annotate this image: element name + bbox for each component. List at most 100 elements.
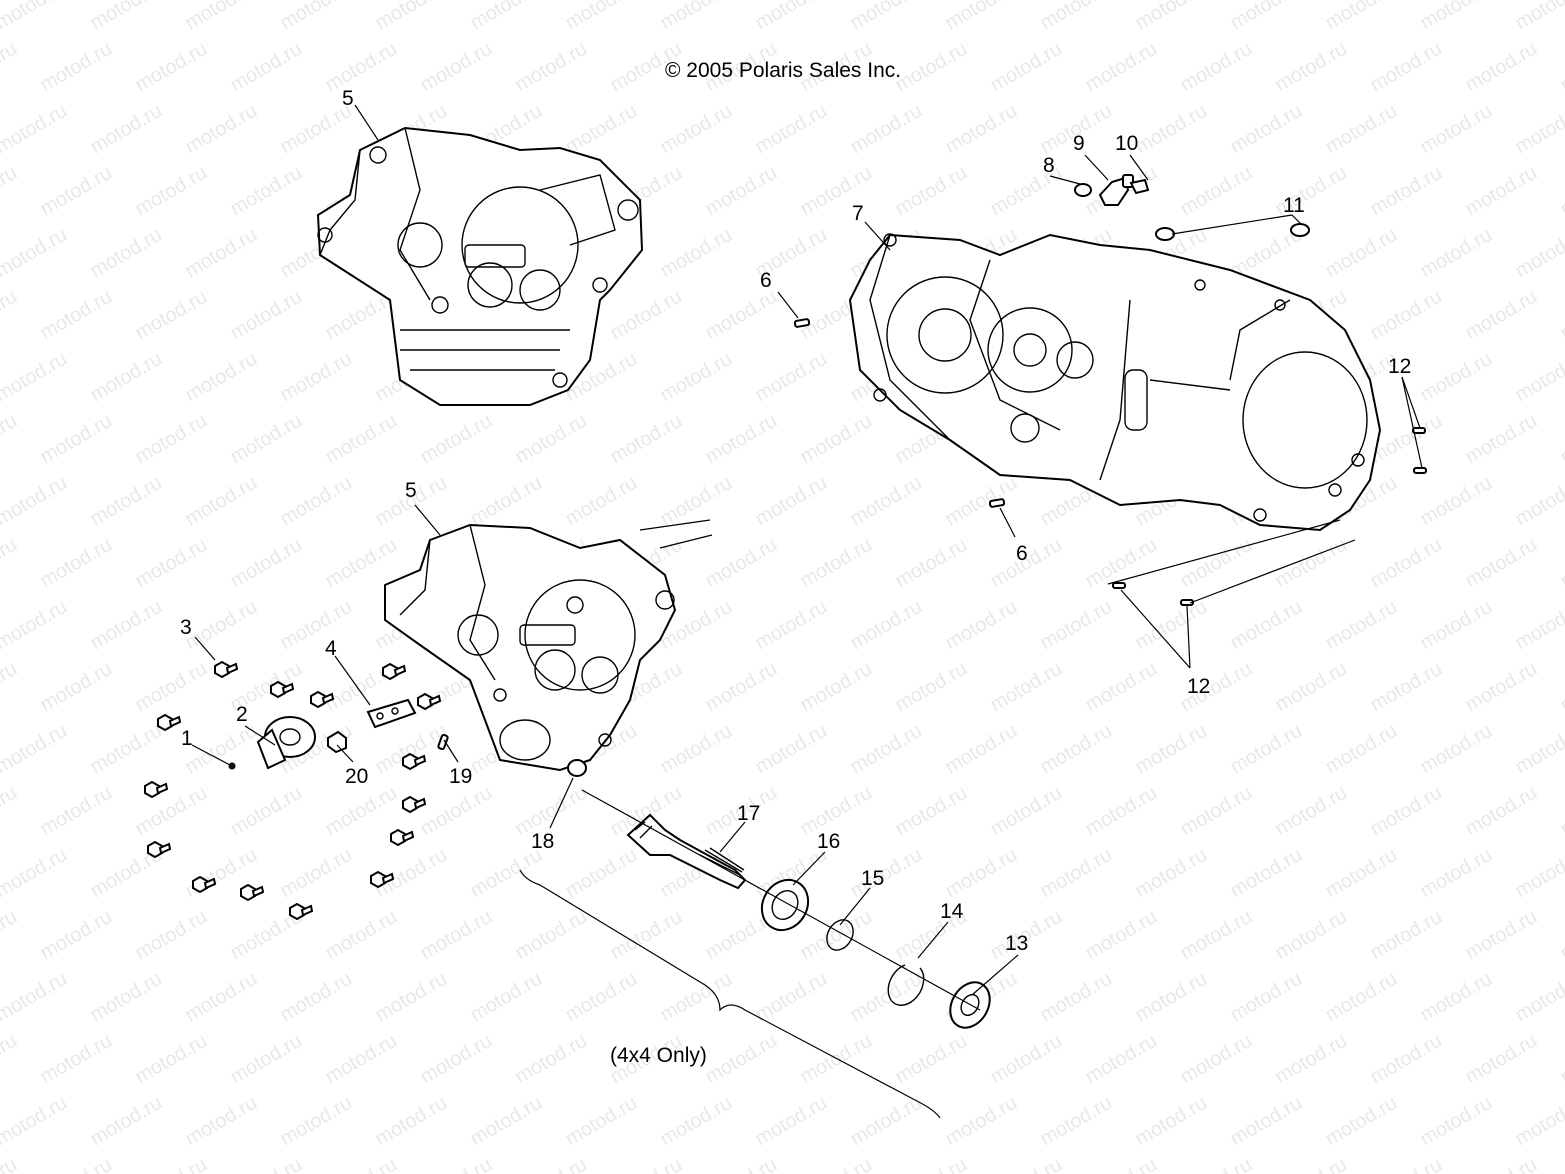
watermark-text: motod.ru — [87, 100, 166, 159]
watermark-text: motod.ru — [1082, 782, 1161, 841]
watermark-text: motod.ru — [227, 534, 306, 593]
watermark-text: motod.ru — [1557, 658, 1565, 717]
watermark-text: motod.ru — [1272, 1030, 1351, 1089]
watermark-text: motod.ru — [132, 286, 211, 345]
watermark-text: motod.ru — [1462, 410, 1541, 469]
sensor-disc-drawing — [228, 716, 316, 770]
callout-12-right: 12 — [1388, 355, 1411, 378]
watermark-text: motod.ru — [562, 472, 641, 531]
watermark-text: motod.ru — [1417, 596, 1496, 655]
screw-icon — [192, 875, 217, 894]
watermark-text: motod.ru — [37, 286, 116, 345]
callout-11: 11 — [1283, 194, 1305, 217]
watermark-text: motod.ru — [0, 224, 71, 283]
watermark-text: motod.ru — [752, 1092, 831, 1151]
watermark-text: motod.ru — [1037, 0, 1116, 34]
watermark-text: motod.ru — [1082, 1030, 1161, 1089]
callout-2: 2 — [236, 703, 248, 726]
watermark-text: motod.ru — [892, 1154, 971, 1174]
watermark-text: motod.ru — [1037, 968, 1116, 1027]
watermark-text: motod.ru — [417, 410, 496, 469]
watermark-text: motod.ru — [1557, 162, 1565, 221]
watermark-text: motod.ru — [797, 162, 876, 221]
watermark-text: motod.ru — [277, 596, 356, 655]
watermark-text: motod.ru — [987, 38, 1066, 97]
watermark-text: motod.ru — [1462, 782, 1541, 841]
watermark-text: motod.ru — [132, 782, 211, 841]
callout-17: 17 — [737, 802, 760, 825]
watermark-text: motod.ru — [182, 0, 261, 34]
watermark-text: motod.ru — [417, 1030, 496, 1089]
watermark-text: motod.ru — [1462, 162, 1541, 221]
watermark-text: motod.ru — [987, 1030, 1066, 1089]
screw-icon — [417, 692, 442, 711]
watermark-text: motod.ru — [1132, 100, 1211, 159]
callout-20: 20 — [345, 765, 368, 788]
watermark-text: motod.ru — [1227, 0, 1306, 34]
callout-3: 3 — [180, 616, 192, 639]
watermark-text: motod.ru — [1512, 596, 1565, 655]
watermark-text: motod.ru — [1557, 906, 1565, 965]
screw-icon — [289, 902, 314, 921]
main-case-drawing — [848, 233, 1382, 532]
watermark-text: motod.ru — [512, 1154, 591, 1174]
watermark-text: motod.ru — [87, 0, 166, 34]
watermark-text: motod.ru — [702, 286, 781, 345]
watermark-text: motod.ru — [1417, 0, 1496, 34]
watermark-text: motod.ru — [1227, 1092, 1306, 1151]
watermark-text: motod.ru — [1272, 782, 1351, 841]
watermark-text: motod.ru — [1417, 100, 1496, 159]
gearcase-upper-drawing — [316, 126, 644, 406]
screw-icon — [270, 680, 295, 699]
screw-icon — [240, 883, 265, 902]
watermark-text: motod.ru — [1177, 162, 1256, 221]
watermark-text: motod.ru — [132, 1154, 211, 1174]
watermark-text: motod.ru — [657, 0, 736, 34]
callout-14: 14 — [940, 900, 964, 923]
watermark-text: motod.ru — [0, 844, 71, 903]
watermark-text: motod.ru — [797, 534, 876, 593]
watermark-text: motod.ru — [1417, 472, 1496, 531]
screw-icon — [157, 713, 182, 732]
assembly-centerline — [581, 789, 981, 1011]
watermark-text: motod.ru — [657, 348, 736, 407]
watermark-text: motod.ru — [1512, 844, 1565, 903]
watermark-text: motod.ru — [322, 410, 401, 469]
watermark-text: motod.ru — [942, 472, 1021, 531]
watermark-text: motod.ru — [1557, 1154, 1565, 1174]
watermark-text: motod.ru — [1512, 0, 1565, 34]
watermark-text: motod.ru — [797, 658, 876, 717]
watermark-text: motod.ru — [1462, 38, 1541, 97]
watermark-text: motod.ru — [37, 38, 116, 97]
watermark-text: motod.ru — [227, 162, 306, 221]
watermark-text: motod.ru — [702, 162, 781, 221]
watermark-text: motod.ru — [182, 348, 261, 407]
watermark-text: motod.ru — [1227, 100, 1306, 159]
watermark-text: motod.ru — [372, 844, 451, 903]
watermark-text: motod.ru — [0, 720, 71, 779]
callout-12-lower: 12 — [1187, 675, 1210, 698]
watermark-text: motod.ru — [227, 1030, 306, 1089]
watermark-text: motod.ru — [1557, 1030, 1565, 1089]
watermark-text: motod.ru — [372, 0, 451, 34]
watermark-text: motod.ru — [0, 906, 21, 965]
watermark-text: motod.ru — [1322, 0, 1401, 34]
watermark-text: motod.ru — [847, 0, 926, 34]
watermark-text: motod.ru — [702, 534, 781, 593]
watermark-text: motod.ru — [0, 410, 21, 469]
watermark-text: motod.ru — [87, 472, 166, 531]
watermark-text: motod.ru — [1037, 844, 1116, 903]
watermark-text: motod.ru — [87, 596, 166, 655]
watermark-text: motod.ru — [132, 38, 211, 97]
watermark-text: motod.ru — [892, 38, 971, 97]
screw-icon — [402, 752, 427, 771]
watermark-text: motod.ru — [1037, 1092, 1116, 1151]
watermark-text: motod.ru — [657, 224, 736, 283]
callout-labels: 1 2 3 4 5 5 6 6 7 8 9 10 11 12 12 13 14 … — [180, 87, 1411, 955]
watermark-text: motod.ru — [1132, 968, 1211, 1027]
watermark-text: motod.ru — [1512, 968, 1565, 1027]
watermark-text: motod.ru — [0, 348, 71, 407]
watermark-text: motod.ru — [277, 844, 356, 903]
watermark-text: motod.ru — [752, 348, 831, 407]
